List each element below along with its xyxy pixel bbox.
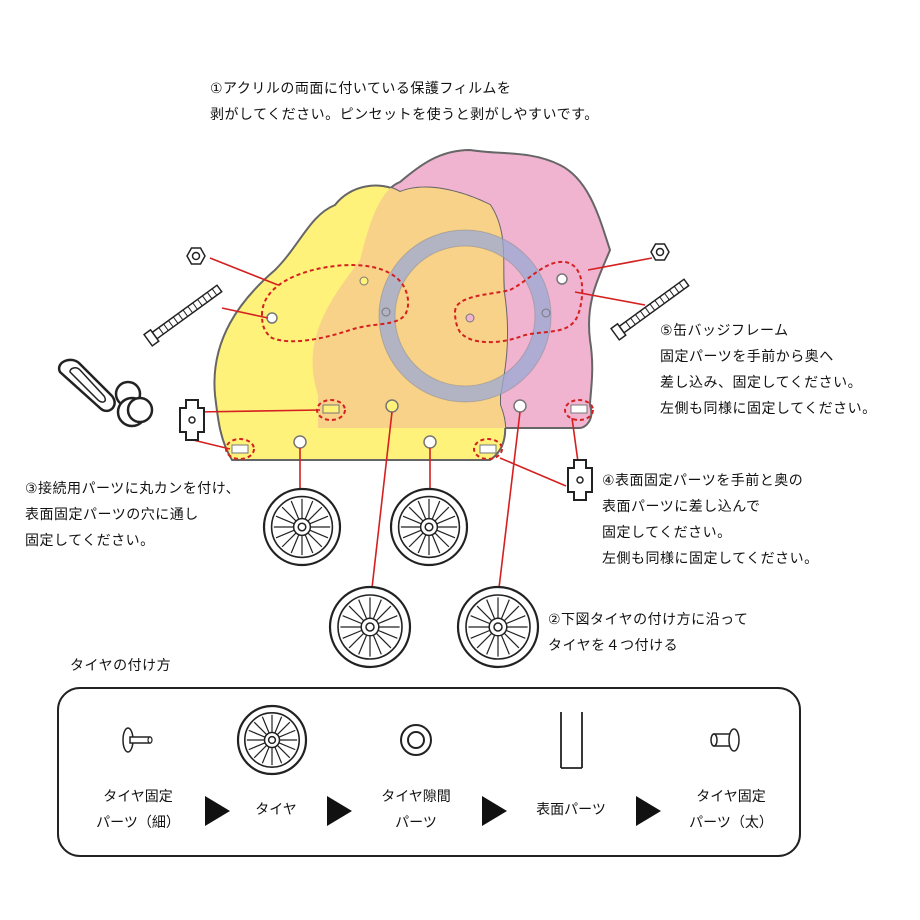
hole: [381, 307, 391, 317]
guide-caption-tire: タイヤ: [255, 802, 297, 818]
hole: [359, 276, 369, 286]
tire-icon: [236, 704, 308, 776]
guide-caption-thick-pin: タイヤ固定 パーツ（太）: [689, 789, 773, 831]
hex-nut-icon: [650, 243, 670, 261]
slot: [231, 444, 249, 454]
arrow-right-icon: [482, 796, 507, 826]
screw-icon: [143, 284, 223, 347]
spacer-ring-icon: [400, 724, 432, 756]
dashed-frame-fixer-left: [260, 264, 410, 343]
slot: [570, 404, 588, 414]
guide-caption-surface: 表面パーツ: [536, 802, 606, 818]
keychain-clasp-icon: [57, 358, 154, 428]
instruction-step1: ①アクリルの両面に付いている保護フィルムを 剥がしてください。ピンセットを使うと…: [210, 81, 599, 123]
hex-nut-icon: [186, 247, 206, 265]
hole: [465, 313, 475, 323]
dashed-frame-fixer-right: [453, 260, 584, 344]
tire-icon: [262, 487, 342, 567]
dashed-slot-mark: [225, 438, 255, 460]
connector-part-icon: [179, 399, 205, 441]
connector-part-icon: [567, 459, 593, 501]
dashed-slot-mark: [473, 438, 503, 460]
tire-icon: [236, 704, 308, 776]
tire-icon: [456, 585, 540, 669]
tire-guide-title: タイヤの付け方: [70, 658, 172, 674]
axle-hole: [385, 399, 399, 413]
hole: [556, 273, 568, 285]
tire-icon: [389, 487, 469, 567]
slot: [479, 444, 497, 454]
axle-hole: [423, 435, 437, 449]
tire-icon: [328, 585, 412, 669]
instruction-step3: ③接続用パーツに丸カンを付け、 表面固定パーツの穴に通し 固定してください。: [25, 481, 241, 549]
tires-group: [262, 487, 540, 669]
guide-caption-spacer: タイヤ隙間 パーツ: [381, 789, 451, 831]
axle-hole: [513, 399, 527, 413]
screw-icon: [610, 278, 690, 341]
axle-hole: [293, 435, 307, 449]
slot: [322, 404, 340, 414]
instruction-step4: ④表面固定パーツを手前と奥の 表面パーツに差し込んで 固定してください。 左側も…: [602, 473, 819, 567]
instruction-step5: ⑤缶バッジフレーム 固定パーツを手前から奥へ 差し込み、固定してください。 左側…: [660, 323, 877, 417]
hole: [266, 312, 278, 324]
guide-caption-thin-pin: タイヤ固定 パーツ（細）: [96, 789, 180, 831]
surface-plate-icon: [560, 712, 583, 769]
arrow-right-icon: [327, 796, 352, 826]
dashed-slot-mark: [564, 399, 594, 421]
hole: [541, 308, 551, 318]
overlap-region: [312, 185, 508, 428]
arrow-right-icon: [205, 796, 230, 826]
thick-pin-icon: [710, 728, 740, 752]
instruction-step2: ②下図タイヤの付け方に沿って タイヤを４つ付ける: [548, 612, 749, 654]
arrow-right-icon: [636, 796, 661, 826]
thin-pin-icon: [122, 727, 153, 753]
